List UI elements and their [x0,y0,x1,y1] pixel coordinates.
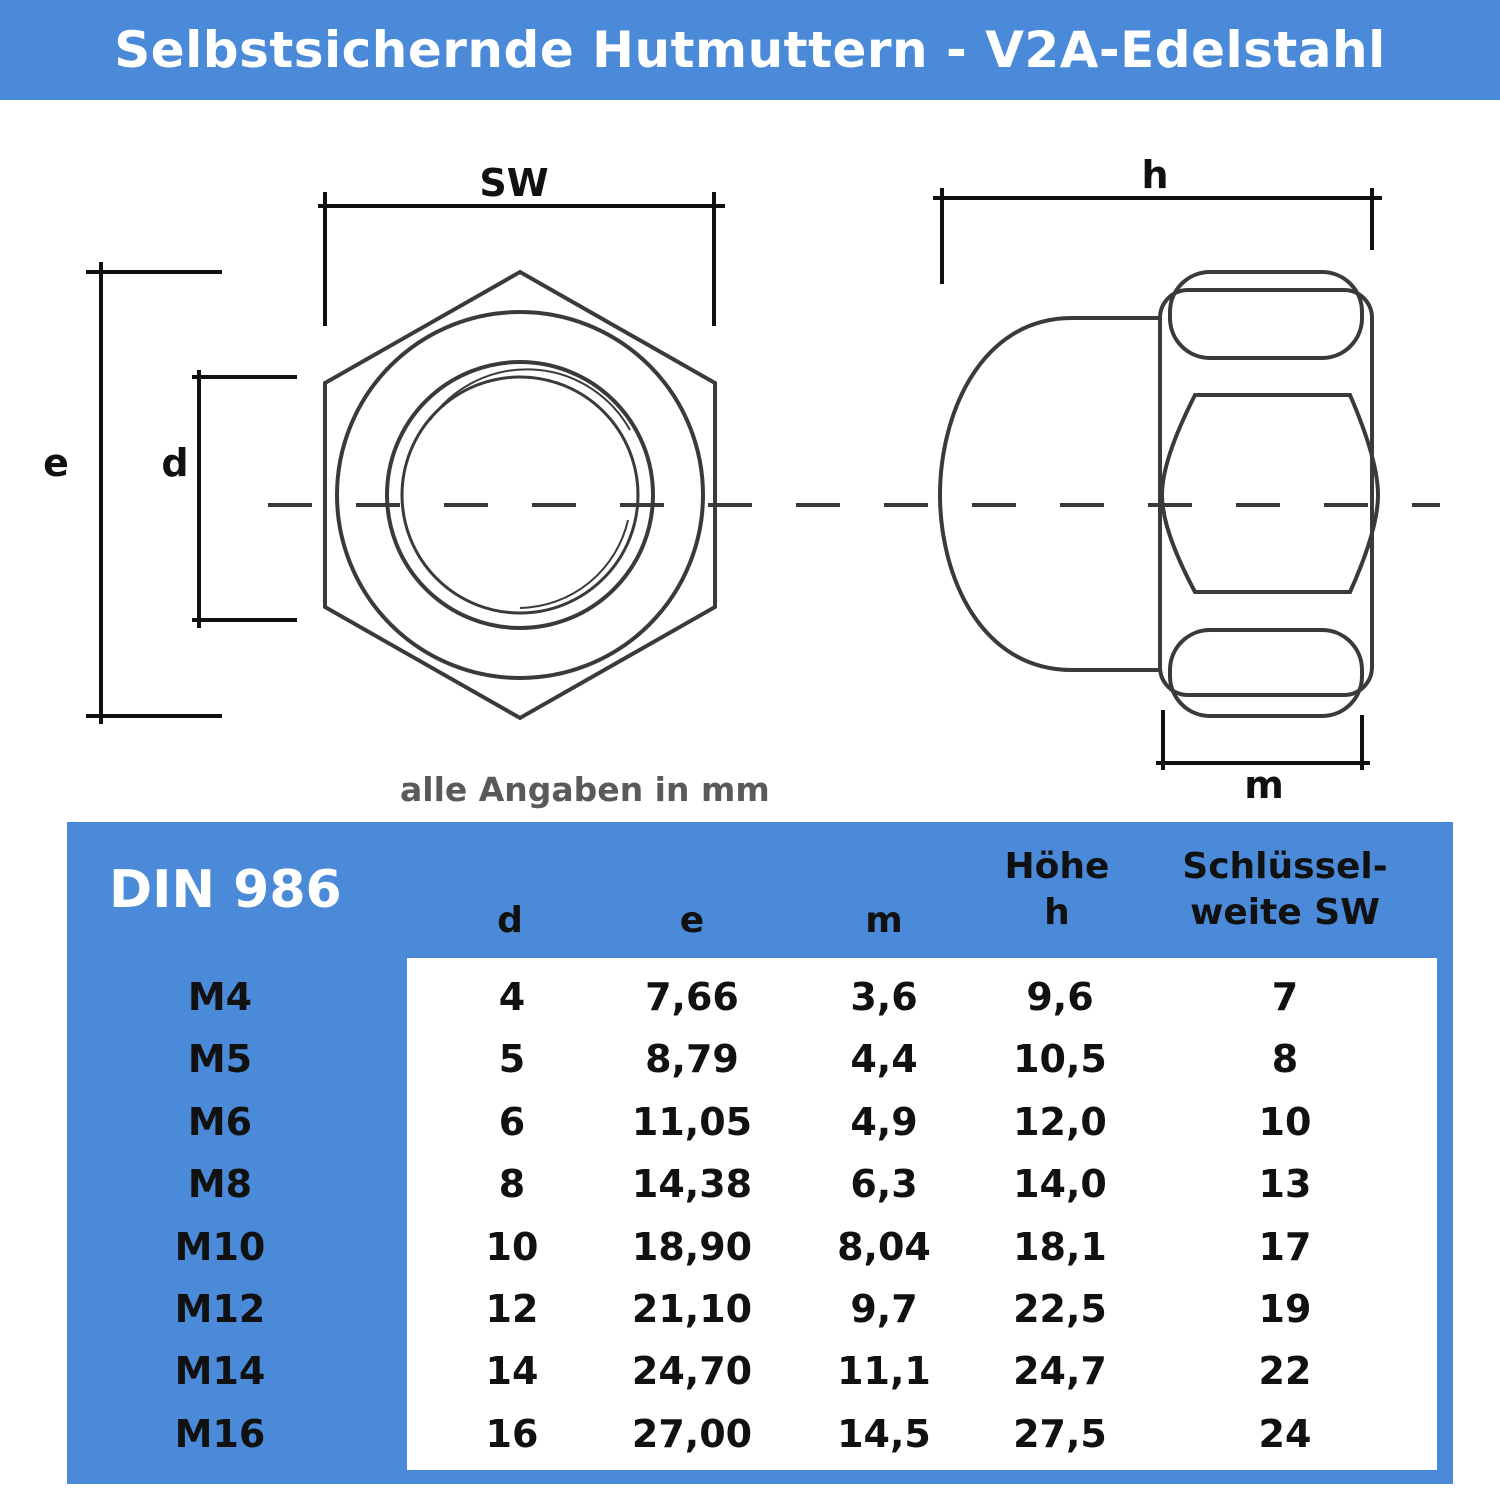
hex-cap-bottom [1168,628,1364,718]
table-cell-sw: 13 [1258,1162,1312,1207]
table-cell-d: 16 [485,1411,539,1456]
hex-outline [323,269,717,721]
table-cell-size: M14 [174,1349,266,1394]
table-cell-m: 8,04 [837,1224,931,1269]
thread-arc-top [429,368,631,431]
table-row: M5 5 8,79 4,4 10,5 8 [67,1028,1453,1090]
hex-cap-top [1168,270,1364,360]
table-cell-sw: 24 [1258,1411,1312,1456]
washer-ring [335,310,705,680]
technical-drawing: SW h e d m [43,153,1440,800]
hex-body [1158,288,1374,697]
table-cell-m: 11,1 [837,1349,931,1394]
table-cell-h: 9,6 [1026,975,1094,1019]
header-sw: Schlüssel- weite SW [1182,846,1388,933]
units-note: alle Angaben in mm [400,770,770,809]
table-cell-sw: 22 [1258,1349,1312,1394]
table-cell-h: 12,0 [1013,1099,1107,1144]
table-row: M14 14 24,70 11,1 24,7 22 [67,1340,1453,1402]
table-row: M4 4 7,66 3,6 9,6 7 [67,966,1453,1028]
dim-label-m: m [1244,763,1284,800]
table-cell-h: 24,7 [1013,1349,1107,1394]
table-cell-d: 4 [498,975,526,1019]
table-cell-e: 24,70 [631,1349,753,1394]
spec-table-panel: DIN 986 d e m Höhe h Schlüssel- weite SW… [67,822,1453,1484]
thread-arc-bottom [519,519,629,609]
table-cell-e: 7,66 [645,975,739,1019]
standard-label: DIN 986 [109,860,342,920]
table-body [407,958,1437,1470]
table-cell-d: 6 [498,1099,526,1144]
table-cell-size: M12 [174,1287,266,1331]
table-cell-m: 9,7 [850,1287,918,1331]
table-row: M6 6 11,05 4,9 12,0 10 [67,1091,1453,1153]
table-cell-m: 14,5 [837,1411,931,1456]
table-cell-d: 10 [485,1224,539,1269]
table-cell-size: M16 [174,1411,266,1456]
table-row: M10 10 18,90 8,04 18,1 17 [67,1216,1453,1278]
header-e: e [679,900,705,941]
table-cell-size: M6 [187,1099,253,1144]
table-cell-e: 27,00 [631,1411,753,1456]
bore-inner [400,375,640,615]
table-cell-size: M8 [187,1162,253,1207]
header-h: Höhe h [1004,846,1110,933]
table-cell-sw: 10 [1258,1099,1312,1144]
table-cell-h: 22,5 [1013,1287,1107,1331]
table-cell-e: 11,05 [631,1099,753,1144]
table-row: M8 8 14,38 6,3 14,0 13 [67,1153,1453,1215]
dim-label-h: h [1141,153,1168,197]
table-cell-size: M10 [174,1224,266,1269]
table-cell-sw: 8 [1271,1037,1299,1082]
table-cell-d: 8 [498,1162,526,1207]
title-banner: Selbstsichernde Hutmuttern - V2A-Edelsta… [0,0,1500,100]
table-cell-h: 27,5 [1013,1411,1107,1456]
table-cell-d: 14 [485,1349,539,1394]
table-cell-sw: 17 [1258,1224,1312,1269]
dim-label-d: d [161,441,188,485]
table-row: M12 12 21,10 9,7 22,5 19 [67,1278,1453,1340]
table-cell-m: 4,9 [850,1099,918,1144]
table-cell-h: 14,0 [1013,1162,1107,1207]
table-cell-size: M5 [187,1037,253,1082]
header-d: d [497,900,523,941]
bore-outer [385,360,655,630]
table-cell-m: 4,4 [850,1037,918,1082]
table-cell-e: 14,38 [631,1162,753,1207]
table-cell-m: 6,3 [850,1162,918,1207]
header-m: m [865,900,903,941]
table-cell-e: 21,10 [631,1287,753,1331]
table-cell-e: 8,79 [645,1037,739,1082]
table-cell-sw: 7 [1271,975,1299,1019]
dome-outline [937,316,1162,672]
hex-flat-center [1159,393,1381,594]
page-title: Selbstsichernde Hutmuttern - V2A-Edelsta… [114,21,1386,79]
table-row: M16 16 27,00 14,5 27,5 24 [67,1403,1453,1465]
table-cell-m: 3,6 [850,975,918,1019]
table-cell-sw: 19 [1258,1287,1312,1331]
table-cell-size: M4 [187,975,253,1019]
dim-label-sw: SW [479,161,548,205]
table-cell-h: 10,5 [1013,1037,1107,1082]
table-cell-h: 18,1 [1013,1224,1107,1269]
table-cell-e: 18,90 [631,1224,753,1269]
dim-label-e: e [43,441,69,485]
table-cell-d: 5 [498,1037,526,1082]
table-cell-d: 12 [485,1287,539,1331]
